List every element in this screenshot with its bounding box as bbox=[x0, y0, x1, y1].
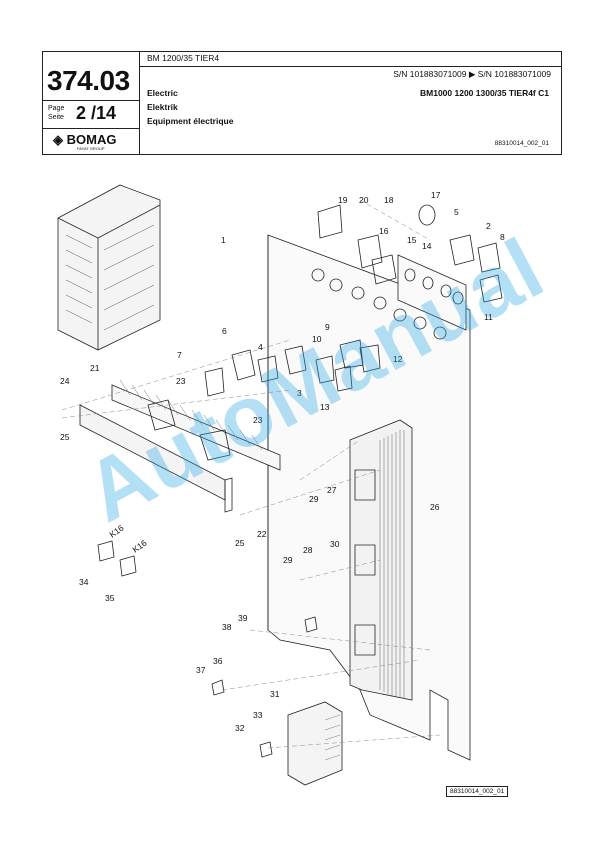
svg-text:22: 22 bbox=[257, 529, 267, 539]
svg-text:16: 16 bbox=[379, 226, 389, 236]
svg-text:17: 17 bbox=[431, 190, 441, 200]
svg-text:25: 25 bbox=[60, 432, 70, 442]
svg-text:33: 33 bbox=[253, 710, 263, 720]
footer-drawing-code: 88310014_002_01 bbox=[446, 786, 509, 797]
svg-text:1: 1 bbox=[221, 235, 226, 245]
svg-text:19: 19 bbox=[338, 195, 348, 205]
title-fr: Equipment électrique bbox=[147, 116, 234, 126]
svg-text:29: 29 bbox=[283, 555, 293, 565]
svg-text:38: 38 bbox=[222, 622, 232, 632]
svg-text:2: 2 bbox=[486, 221, 491, 231]
svg-text:39: 39 bbox=[238, 613, 248, 623]
svg-text:3: 3 bbox=[297, 388, 302, 398]
page-number: 374.03 bbox=[47, 65, 130, 96]
svg-text:21: 21 bbox=[90, 363, 100, 373]
svg-text:32: 32 bbox=[235, 723, 245, 733]
svg-text:36: 36 bbox=[213, 656, 223, 666]
svg-text:24: 24 bbox=[60, 376, 70, 386]
svg-text:31: 31 bbox=[270, 689, 280, 699]
svg-text:34: 34 bbox=[79, 577, 89, 587]
svg-text:25: 25 bbox=[235, 538, 245, 548]
svg-text:20: 20 bbox=[359, 195, 369, 205]
svg-text:8: 8 bbox=[500, 232, 505, 242]
svg-text:30: 30 bbox=[330, 539, 340, 549]
svg-text:23: 23 bbox=[253, 415, 263, 425]
model-name: BM 1200/35 TIER4 bbox=[147, 53, 220, 63]
brand-sub: FAYAT GROUP bbox=[77, 146, 105, 151]
drawing-code: 88310014_002_01 bbox=[494, 140, 549, 147]
svg-text:10: 10 bbox=[312, 334, 322, 344]
title-en: Electric bbox=[147, 88, 178, 98]
svg-text:35: 35 bbox=[105, 593, 115, 603]
svg-text:11: 11 bbox=[484, 312, 493, 322]
svg-text:29: 29 bbox=[309, 494, 319, 504]
svg-text:4: 4 bbox=[258, 342, 263, 352]
model-list: BM1000 1200 1300/35 TIER4f C1 bbox=[420, 88, 549, 98]
svg-text:K16: K16 bbox=[130, 538, 148, 555]
bomag-logo: ◈ BOMAG bbox=[53, 132, 117, 147]
svg-text:23: 23 bbox=[176, 376, 186, 386]
svg-text:7: 7 bbox=[177, 350, 182, 360]
svg-text:18: 18 bbox=[384, 195, 394, 205]
svg-text:27: 27 bbox=[327, 485, 337, 495]
svg-text:26: 26 bbox=[430, 502, 440, 512]
svg-text:13: 13 bbox=[320, 402, 330, 412]
svg-text:14: 14 bbox=[422, 241, 432, 251]
svg-text:6: 6 bbox=[222, 326, 227, 336]
page-value: 2 /14 bbox=[76, 103, 117, 123]
svg-text:5: 5 bbox=[454, 207, 459, 217]
svg-text:12: 12 bbox=[393, 354, 403, 364]
serial-range: S/N 101883071009 ▶ S/N 101883071009 bbox=[393, 69, 551, 79]
svg-text:15: 15 bbox=[407, 235, 417, 245]
svg-text:37: 37 bbox=[196, 665, 206, 675]
title-de: Elektrik bbox=[147, 102, 178, 112]
svg-text:9: 9 bbox=[325, 322, 330, 332]
svg-text:28: 28 bbox=[303, 545, 313, 555]
